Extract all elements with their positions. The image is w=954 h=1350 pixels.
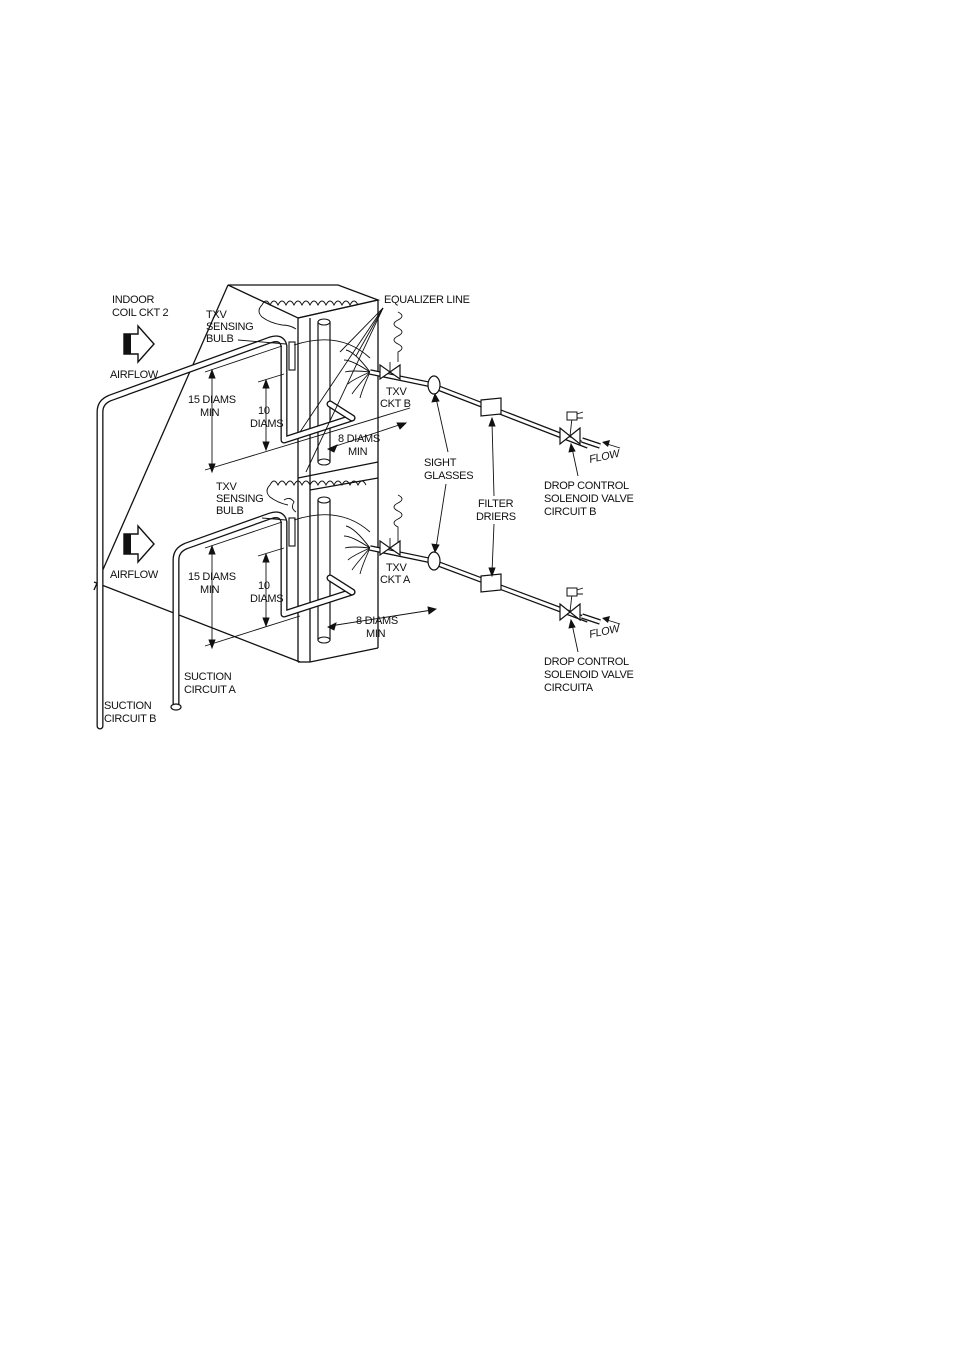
leader-lines bbox=[237, 339, 579, 653]
diams10-label-bottom: 10 bbox=[258, 580, 270, 592]
header-tube-bottom bbox=[317, 496, 331, 644]
diams8-label-bottom: 8 DIAMS bbox=[356, 615, 398, 627]
liquid-line-circuit-b bbox=[369, 362, 621, 449]
txv-bulb-label-bottom: TXV bbox=[216, 481, 237, 493]
filter-drier-icon bbox=[480, 397, 502, 417]
sight-glasses-label-2: GLASSES bbox=[424, 470, 473, 482]
valve-icon bbox=[379, 538, 401, 557]
flow-label-bottom: FLOW bbox=[588, 622, 622, 640]
suction-a-label-2: CIRCUIT A bbox=[184, 684, 236, 696]
distributor-tubes-top bbox=[343, 349, 371, 399]
indoor-coil-label-2: COIL CKT 2 bbox=[112, 307, 168, 319]
sight-glass-icon bbox=[427, 551, 441, 571]
txv-bulb-label-bottom-3: BULB bbox=[216, 505, 244, 517]
suction-b-label: SUCTION bbox=[104, 700, 152, 712]
diams15-label-top-2: MIN bbox=[200, 407, 220, 419]
filter-driers-label-2: DRIERS bbox=[476, 511, 516, 523]
capillary-tube-bottom bbox=[266, 480, 403, 545]
txv-ckt-a-label: TXV bbox=[386, 562, 407, 574]
dimension-lines bbox=[204, 345, 438, 650]
solenoid-b-label-3: CIRCUIT B bbox=[544, 506, 596, 518]
suction-b-label-2: CIRCUIT B bbox=[104, 713, 156, 725]
airflow-arrow-icon bbox=[123, 524, 155, 564]
txv-bulb-label-top-2: SENSING bbox=[206, 321, 253, 333]
txv-sensing-bulb-bottom bbox=[288, 517, 296, 547]
diams10-label-top: 10 bbox=[258, 405, 270, 417]
distributor-tubes-bottom bbox=[343, 525, 371, 575]
airflow-arrow-icon bbox=[123, 324, 155, 364]
txv-ckt-b-label: TXV bbox=[386, 386, 407, 398]
diams15-label-bottom: 15 DIAMS bbox=[188, 571, 236, 583]
diams10-label-bottom-2: DIAMS bbox=[250, 593, 283, 605]
filter-drier-icon bbox=[480, 573, 502, 593]
solenoid-b-label-2: SOLENOID VALVE bbox=[544, 493, 634, 505]
diams8-label-top: 8 DIAMS bbox=[338, 433, 380, 445]
airflow-label-top: AIRFLOW bbox=[110, 369, 159, 381]
sight-glasses-label: SIGHT bbox=[424, 457, 457, 469]
solenoid-b-label: DROP CONTROL bbox=[544, 480, 629, 492]
txv-ckt-a-label-2: CKT A bbox=[380, 574, 411, 586]
bulb-capillary-bottom bbox=[293, 514, 371, 533]
diams8-label-top-2: MIN bbox=[348, 446, 368, 458]
indoor-coil-body bbox=[93, 284, 381, 663]
diams15-label-top: 15 DIAMS bbox=[188, 394, 236, 406]
diams10-label-top-2: DIAMS bbox=[250, 418, 283, 430]
solenoid-a-label-2: SOLENOID VALVE bbox=[544, 669, 634, 681]
diagram-labels: INDOOR COIL CKT 2 AIRFLOW AIRFLOW TXV SE… bbox=[104, 294, 634, 725]
txv-bulb-label-top-3: BULB bbox=[206, 333, 234, 345]
indoor-coil-label: INDOOR bbox=[112, 294, 155, 306]
txv-sensing-bulb-top bbox=[288, 341, 296, 371]
diams15-label-bottom-2: MIN bbox=[200, 584, 220, 596]
solenoid-a-label: DROP CONTROL bbox=[544, 656, 629, 668]
valve-icon bbox=[379, 362, 401, 381]
solenoid-valve-icon bbox=[559, 411, 584, 446]
txv-bulb-label-top: TXV bbox=[206, 309, 227, 321]
diams8-label-bottom-2: MIN bbox=[366, 628, 386, 640]
liquid-line-circuit-a bbox=[369, 538, 621, 625]
capillary-tube-top bbox=[258, 300, 403, 362]
airflow-label-bottom: AIRFLOW bbox=[110, 569, 159, 581]
txv-bulb-label-bottom-2: SENSING bbox=[216, 493, 263, 505]
solenoid-valve-icon bbox=[559, 587, 584, 622]
equalizer-line-label: EQUALIZER LINE bbox=[384, 294, 470, 306]
suction-a-label: SUCTION bbox=[184, 671, 232, 683]
flow-label-top: FLOW bbox=[588, 447, 622, 465]
equalizer-line-leaders bbox=[299, 307, 384, 473]
solenoid-a-label-3: CIRCUITA bbox=[544, 682, 594, 694]
filter-driers-label: FILTER bbox=[478, 498, 514, 510]
txv-ckt-b-label-2: CKT B bbox=[380, 398, 411, 410]
bulb-capillary-top bbox=[293, 339, 371, 359]
sight-glass-icon bbox=[427, 375, 441, 395]
